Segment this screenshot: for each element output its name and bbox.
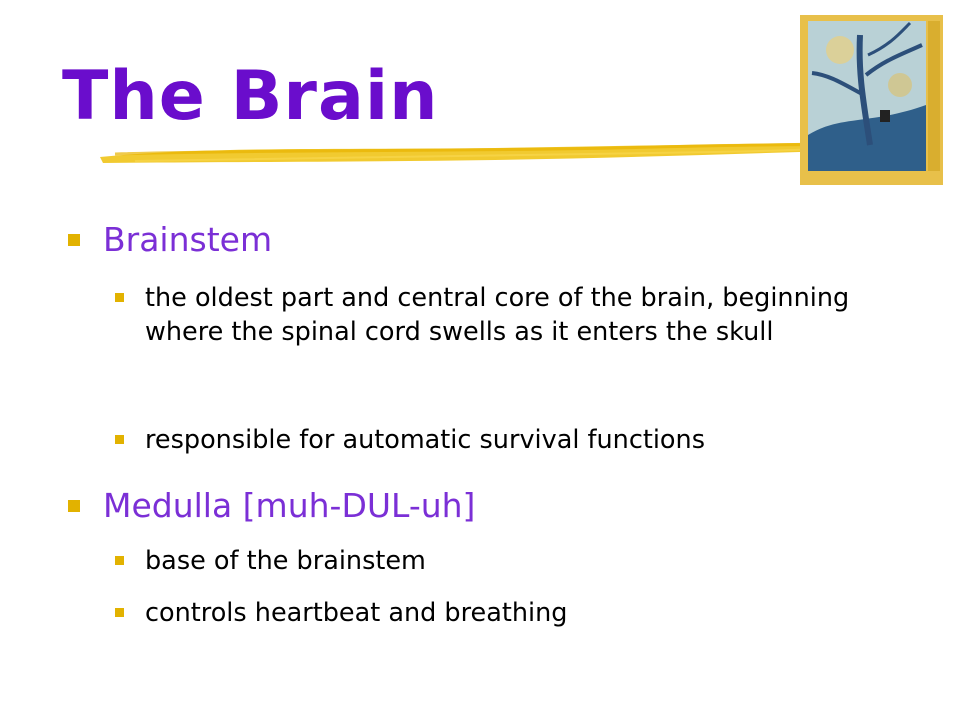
square-bullet-icon — [115, 608, 124, 617]
sub-bullet: responsible for automatic survival funct… — [115, 423, 915, 457]
bullet-heading: Brainstem — [103, 220, 273, 259]
slide-title: The Brain — [62, 57, 439, 136]
square-bullet-icon — [68, 500, 80, 512]
sub-bullet: the oldest part and central core of the … — [115, 281, 915, 349]
sub-bullet: base of the brainstem — [115, 544, 915, 578]
bullet-brainstem: Brainstem — [68, 220, 272, 260]
bullet-medulla: Medulla [muh-DUL-uh] — [68, 486, 475, 526]
sub-bullet: controls heartbeat and breathing — [115, 596, 915, 630]
square-bullet-icon — [115, 293, 124, 302]
sub-bullet-text: base of the brainstem — [145, 546, 426, 576]
sub-bullet-text: controls heartbeat and breathing — [145, 598, 568, 628]
square-bullet-icon — [68, 234, 80, 246]
sub-bullet-text: the oldest part and central core of the … — [145, 283, 850, 347]
book-cover-image — [800, 15, 943, 185]
square-bullet-icon — [115, 556, 124, 565]
yellow-brush-stroke — [100, 142, 863, 163]
sub-bullet-text: responsible for automatic survival funct… — [145, 425, 705, 455]
square-bullet-icon — [115, 435, 124, 444]
bullet-heading: Medulla [muh-DUL-uh] — [103, 486, 476, 525]
